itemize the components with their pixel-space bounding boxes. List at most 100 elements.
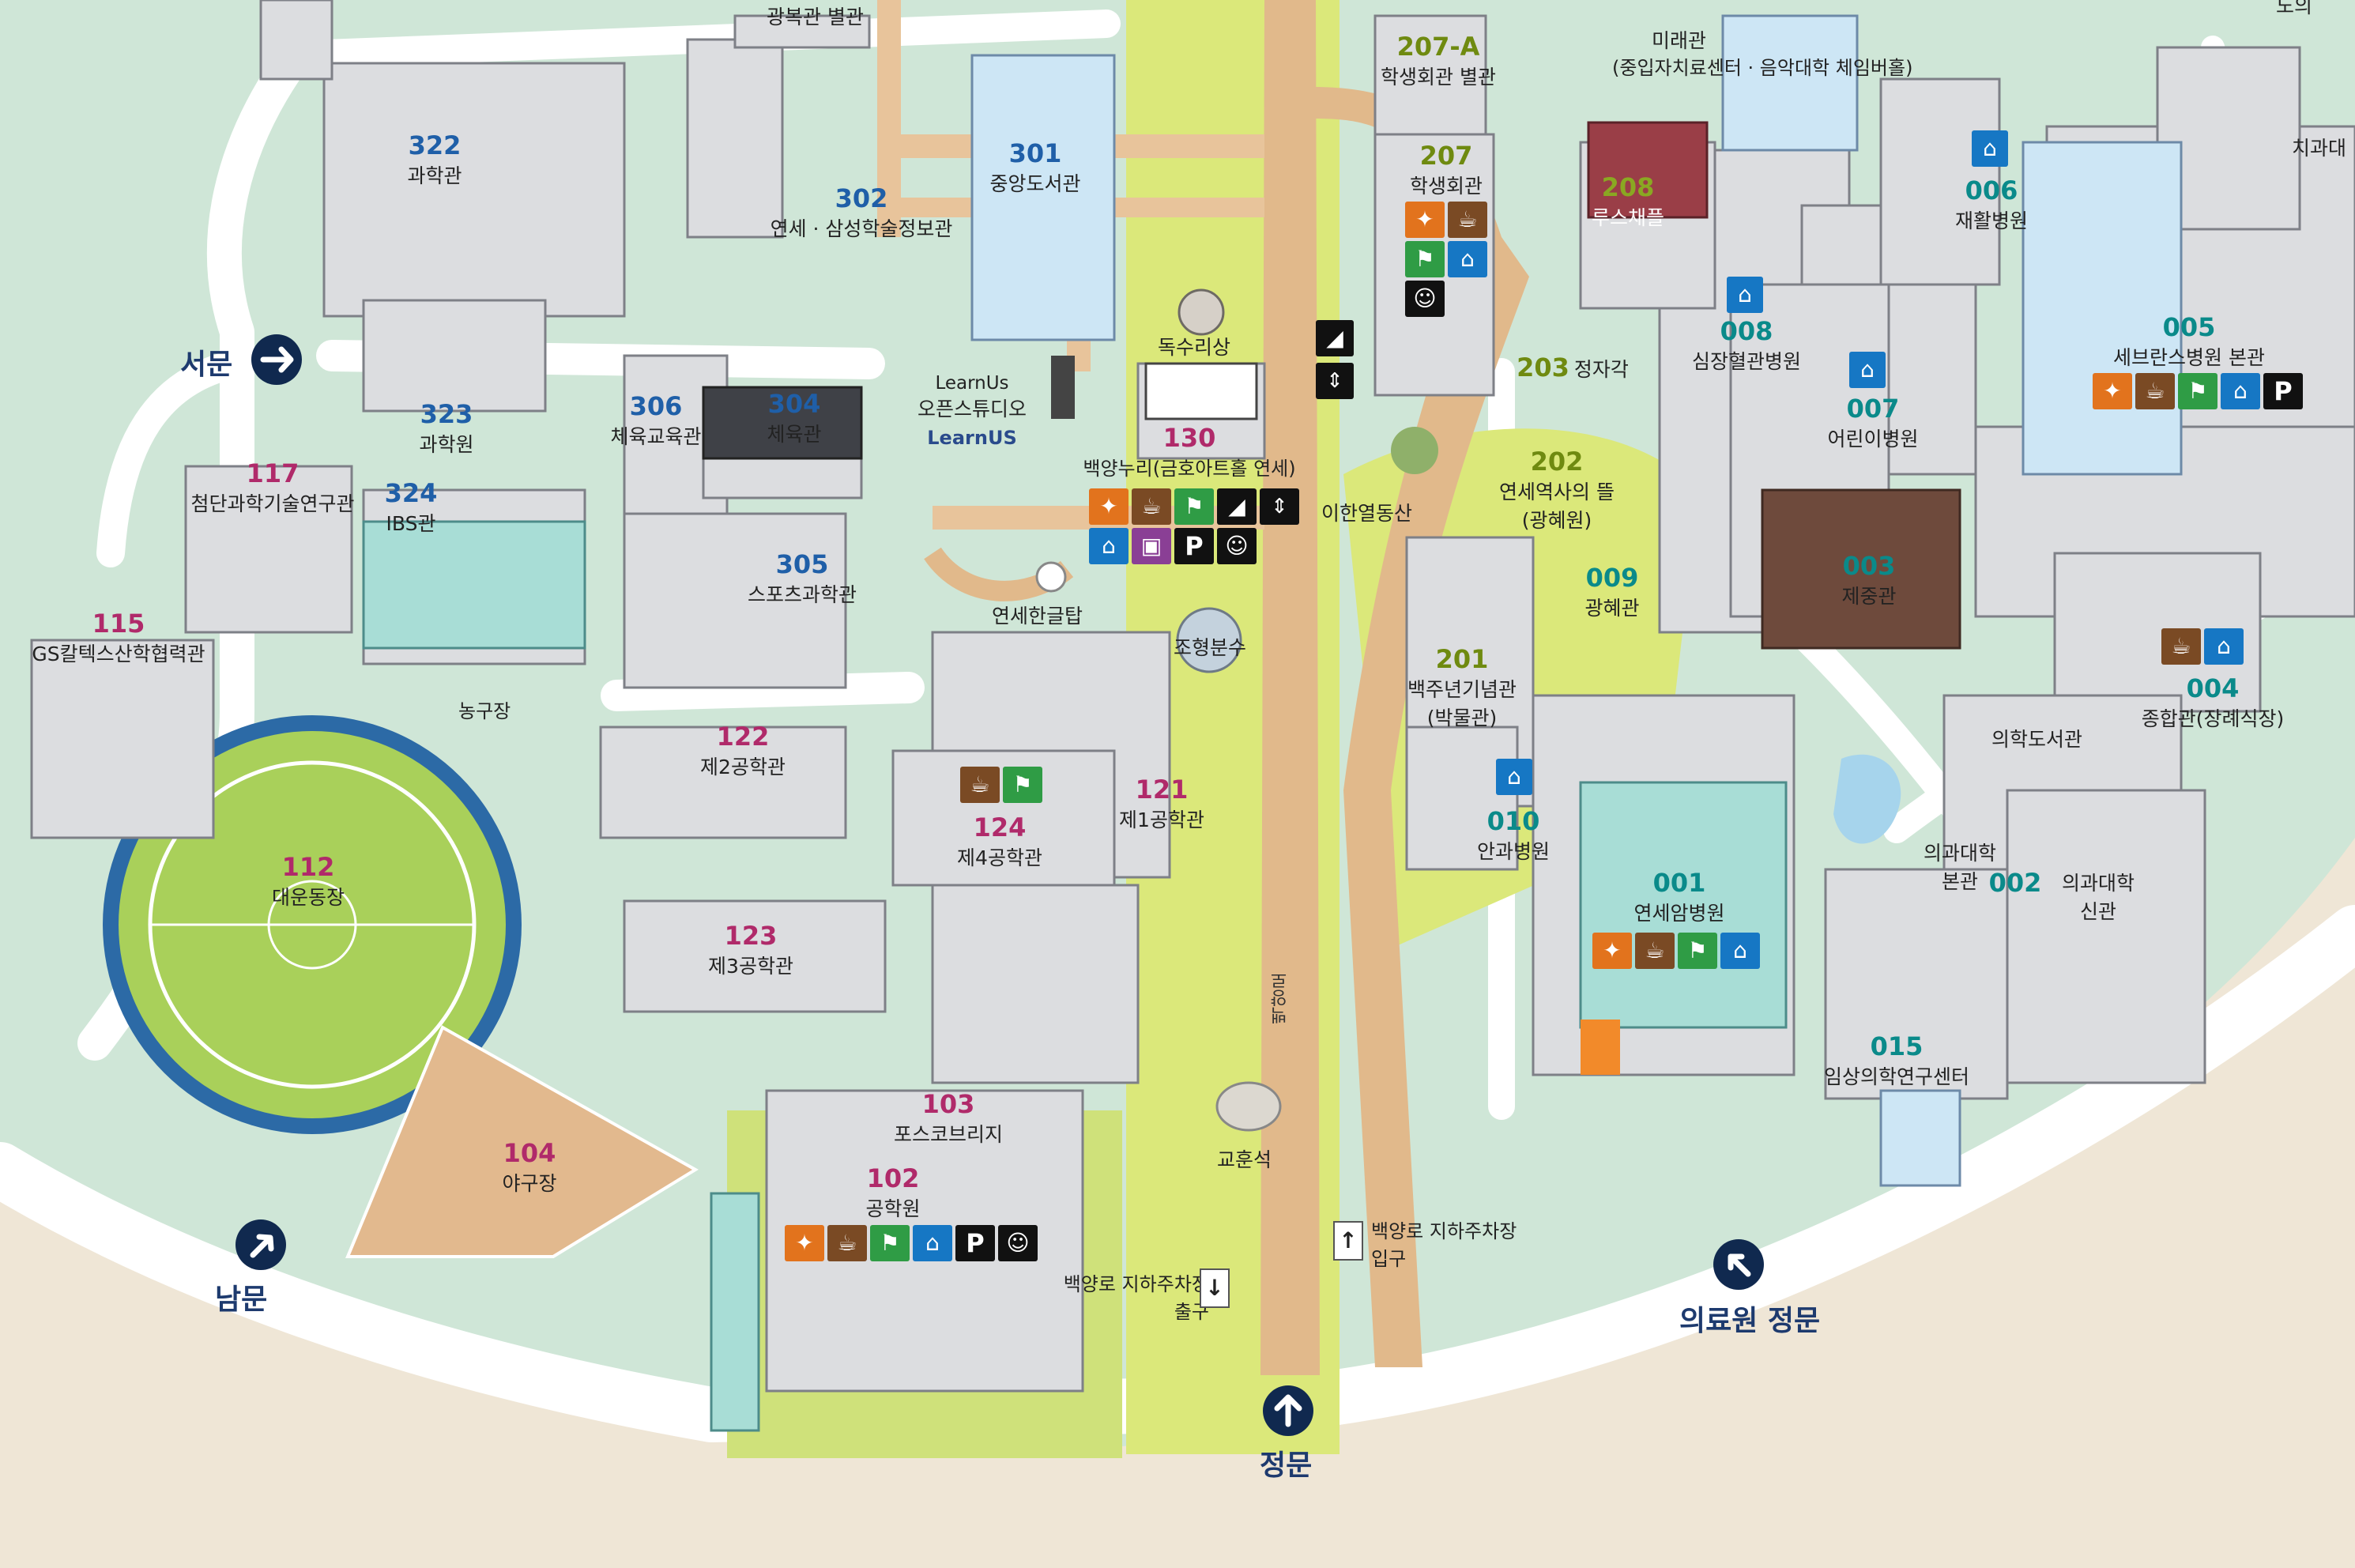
building-112[interactable]: 112 대운동장 [237, 852, 379, 910]
building-305-name: 스포츠과학관 [747, 583, 857, 606]
building-202[interactable]: 202 연세역사의 뜰 (광혜원) [1470, 447, 1644, 533]
building-304[interactable]: 304 체육관 [743, 389, 846, 447]
building-104[interactable]: 104 야구장 [474, 1138, 585, 1197]
cafe-icon: ☕ [1448, 202, 1487, 238]
building-001-number: 001 [1652, 868, 1706, 898]
building-010[interactable]: 010 안과병원 [1462, 806, 1565, 865]
building-301-number: 301 [1008, 138, 1062, 168]
gate-main[interactable]: 정문 [1260, 1449, 1313, 1482]
building-121[interactable]: 121 제1공학관 [1106, 775, 1217, 833]
building-002[interactable]: 002 [1984, 868, 2047, 898]
building-001[interactable]: 001 연세암병원 [1612, 868, 1746, 926]
atm-icon: ⌂ [1089, 528, 1129, 564]
building-103-number: 103 [921, 1089, 975, 1119]
building-117[interactable]: 117 첨단과학기술연구관 [150, 458, 395, 517]
facility-icons-102: ✦ ☕ ⚑ ⌂ P ☺ [785, 1225, 1038, 1261]
food-icon: ✦ [2093, 373, 2132, 409]
building-115-name: GS칼텍스산학협력관 [32, 643, 205, 665]
building-124[interactable]: 124 제4공학관 [940, 812, 1059, 871]
building-207a-number: 207-A [1396, 32, 1480, 62]
building-008[interactable]: 008 심장혈관병원 [1675, 316, 1818, 375]
label-hangeul-tower: 연세한글탑 [992, 605, 1083, 628]
building-304-name: 체육관 [767, 423, 822, 446]
building-301-name: 중앙도서관 [989, 172, 1081, 195]
building-117-number: 117 [246, 458, 300, 488]
building-002-number: 002 [1988, 868, 2042, 898]
facility-icons-124: ☕ ⚑ [960, 767, 1042, 803]
building-122[interactable]: 122 제2공학관 [680, 722, 806, 780]
label-parking-exit-2: 출구 [1174, 1301, 1209, 1323]
atm-icon-010: ⌂ [1496, 759, 1532, 795]
building-015[interactable]: 015 임상의학연구센터 [1802, 1031, 1991, 1090]
cafe-icon: ☕ [2135, 373, 2175, 409]
atm-icon: ⌂ [913, 1225, 952, 1261]
label-med-new-2: 신관 [2079, 900, 2116, 923]
cafe-icon: ☕ [827, 1225, 867, 1261]
elevator-icon: ⇕ [1316, 363, 1354, 399]
building-104-name: 야구장 [502, 1172, 557, 1195]
cafe-icon: ☕ [1132, 488, 1171, 525]
building-202-name: 연세역사의 뜰 [1499, 481, 1615, 503]
atm-icon: ⌂ [2204, 628, 2244, 665]
food-icon: ✦ [1592, 933, 1632, 969]
atm-icon: ⌂ [2221, 373, 2260, 409]
building-302[interactable]: 302 연세 · 삼성학술정보관 [719, 183, 1004, 242]
building-115[interactable]: 115 GS칼텍스산학협력관 [0, 609, 237, 667]
building-322[interactable]: 322 과학관 [371, 130, 498, 189]
cafe-icon: ☕ [1635, 933, 1675, 969]
building-130[interactable]: 130 백양누리(금호아트홀 연세) [1059, 423, 1320, 481]
restroom-icon: ☺ [1405, 281, 1445, 317]
building-123-number: 123 [724, 921, 778, 951]
gate-west[interactable]: 서문 [180, 349, 233, 381]
facility-icons-001: ✦ ☕ ⚑ ⌂ [1592, 933, 1760, 969]
building-208[interactable]: 208 루스채플 [1573, 172, 1683, 231]
label-med-main-1: 의과대학 [1923, 842, 1996, 865]
building-306[interactable]: 306 체육교육관 [593, 391, 719, 450]
building-006-number: 006 [1965, 175, 2018, 205]
restroom-icon: ☺ [1217, 528, 1257, 564]
building-207a[interactable]: 207-A 학생회관 별관 [1367, 32, 1509, 90]
building-007-number: 007 [1846, 394, 1900, 424]
building-007[interactable]: 007 어린이병원 [1810, 394, 1936, 452]
building-207[interactable]: 207 학생회관 [1391, 141, 1502, 199]
building-102-name: 공학원 [865, 1197, 921, 1220]
label-parking-entry-2: 입구 [1371, 1248, 1407, 1270]
building-124-name: 제4공학관 [957, 846, 1042, 869]
building-115-number: 115 [92, 609, 145, 639]
building-008-number: 008 [1720, 316, 1773, 346]
building-003[interactable]: 003 제중관 [1818, 551, 1920, 609]
label-basketball: 농구장 [458, 700, 511, 722]
building-009[interactable]: 009 광혜관 [1565, 563, 1660, 621]
building-203[interactable]: 203 정자각 [1509, 352, 1636, 383]
label-mirae-sub: (중입자치료센터 · 음악대학 체임버홀) [1612, 57, 1913, 79]
building-006[interactable]: 006 재활병원 [1936, 175, 2047, 234]
label-med-library: 의학도서관 [1991, 728, 2083, 751]
cafe-icon: ☕ [960, 767, 1000, 803]
label-parking-entry: 백양로 지하주차장 입구 [1371, 1216, 1577, 1271]
building-323-name: 과학원 [419, 433, 474, 456]
building-207-number: 207 [1419, 141, 1473, 171]
building-301[interactable]: 301 중앙도서관 [933, 138, 1138, 197]
building-003-number: 003 [1842, 551, 1896, 581]
label-dokuri: 독수리상 [1158, 336, 1231, 359]
gate-south[interactable]: 남문 [215, 1283, 268, 1316]
facility-icons-005: ✦ ☕ ⚑ ⌂ P [2093, 373, 2303, 409]
building-123[interactable]: 123 제3공학관 [688, 921, 814, 979]
building-005[interactable]: 005 세브란스병원 본관 [2086, 312, 2292, 371]
building-306-name: 체육교육관 [610, 425, 702, 448]
building-324-number: 324 [384, 478, 438, 508]
building-324[interactable]: 324 IBS관 [364, 478, 458, 537]
building-102-number: 102 [866, 1163, 920, 1193]
gift-icon: ▣ [1132, 528, 1171, 564]
building-201[interactable]: 201 백주년기념관 (박물관) [1391, 644, 1533, 731]
building-103[interactable]: 103 포스코브리지 [877, 1089, 1019, 1148]
building-305[interactable]: 305 스포츠과학관 [735, 549, 869, 608]
label-parking-exit-1: 백양로 지하주차장 [1063, 1273, 1209, 1295]
gate-medical[interactable]: 의료원 정문 [1679, 1305, 1821, 1337]
facility-icons-130: ✦ ☕ ⚑ ◢ ⇕ ⌂ ▣ P ☺ [1089, 488, 1310, 564]
building-202-sub: (광혜원) [1521, 509, 1592, 532]
building-323[interactable]: 323 과학원 [387, 399, 506, 458]
building-122-number: 122 [716, 722, 770, 752]
building-102[interactable]: 102 공학원 [838, 1163, 948, 1222]
building-004[interactable]: 004 종합관(장례식장) [2118, 673, 2308, 732]
